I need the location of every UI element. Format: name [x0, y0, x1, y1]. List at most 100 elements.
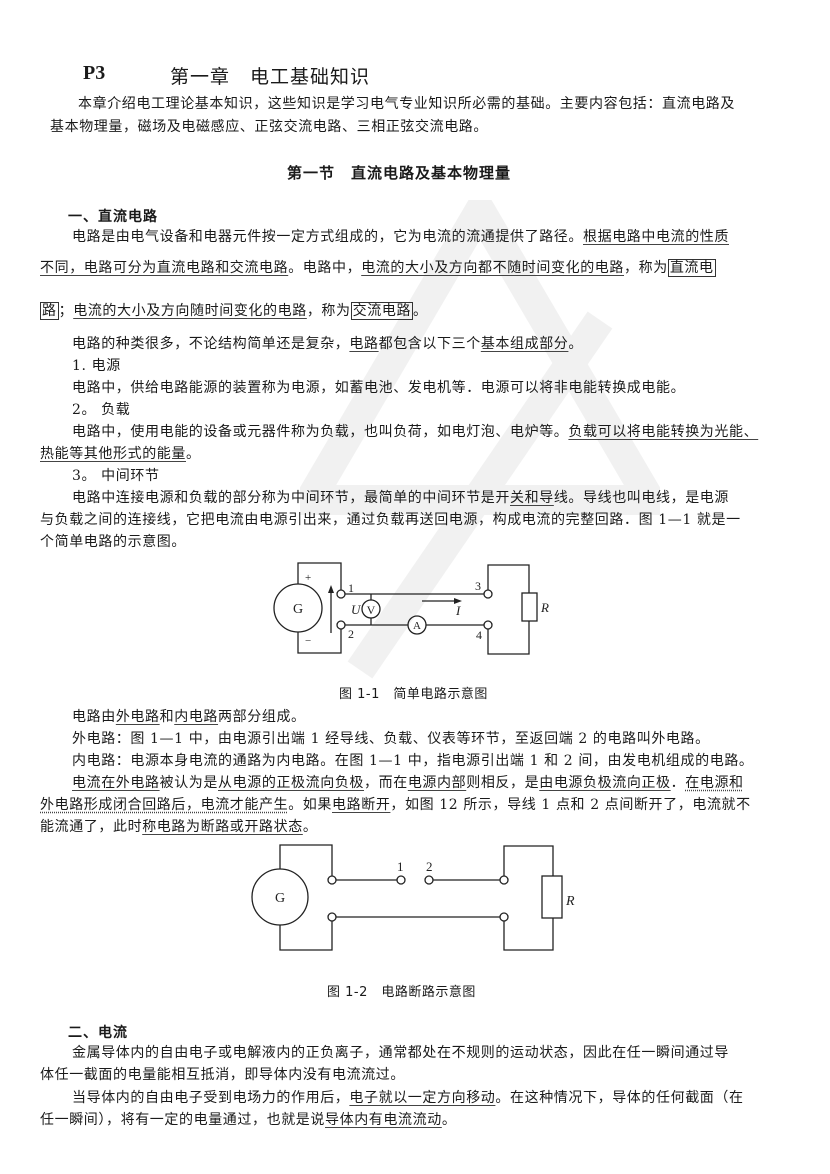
- watermark-logo: [300, 200, 660, 679]
- terminal-2-label: 2: [348, 627, 354, 641]
- item-intermediate-text-line-2: 与负载之间的连接线，它把电流由电源引出来，通过负载再送回电源，构成电流的完整回路…: [40, 512, 741, 528]
- break-point-2-label: 2: [426, 859, 433, 874]
- text: 则相反，是: [466, 775, 540, 791]
- paragraph-electric-field-line-2: 任一瞬间），将有一定的电量通过，也就是说导体内有电流流动。: [40, 1112, 456, 1129]
- underlined-text: 根据电路中电流的性质: [583, 229, 729, 245]
- generator-label: G: [293, 602, 303, 617]
- page-label: P3: [83, 62, 106, 84]
- text: 能流通了，此时: [40, 819, 143, 835]
- text: 。: [413, 303, 428, 319]
- underlined-text: 基本组成部分: [480, 336, 569, 352]
- text: 。: [568, 336, 584, 352]
- chapter-title: 第一章 电工基础知识: [170, 66, 371, 88]
- dotted-underlined-text: 外电路形成闭合回路后，电流才能产生: [40, 797, 289, 813]
- subsection-heading-current: 二、电流: [68, 1025, 128, 1041]
- boxed-term: 直流电: [667, 259, 716, 277]
- text: 电路由: [72, 709, 116, 725]
- item-power-source-text: 电路中，供给电路能源的装置称为电源，如蓄电池、发电机等．电源可以将非电能转换成电…: [72, 380, 686, 396]
- resistor-label: R: [565, 894, 575, 909]
- underlined-text: 外电路: [115, 709, 160, 725]
- voltage-label: U: [351, 602, 362, 617]
- underlined-text: 热能等其他形式的能量: [40, 446, 186, 462]
- current-label: I: [455, 603, 461, 618]
- paragraph-free-electrons-line-2: 体任一截面的电量能相互抵消，即导体内没有电流流过。: [40, 1067, 405, 1083]
- text: 。: [441, 1112, 457, 1128]
- boxed-term: 路: [40, 302, 59, 320]
- text: ，如图 12 所示，导线 1 点和 2 点间断开了，电流就不: [390, 797, 751, 813]
- section-title: 第一节 直流电路及基本物理量: [287, 164, 512, 182]
- underlined-text: 电路断开: [332, 797, 391, 813]
- text: 和: [159, 709, 175, 725]
- paragraph-circuit-def-line-3: 路；电流的大小及方向随时间变化的电路，称为交流电路。: [40, 302, 428, 320]
- underlined-text: 由电源负极流向正极: [539, 775, 671, 791]
- text: 。如果: [288, 797, 333, 813]
- text: 电路的种类很多，不论结构简单还是复杂，: [72, 336, 350, 352]
- underlined-text: 关和导: [510, 490, 554, 506]
- text: 都包含以下三个: [378, 336, 481, 352]
- paragraph-circuit-def-line-2: 不同，电路可分为直流电路和交流电路。电路中，电流的大小及方向都不随时间变化的电路…: [40, 259, 716, 277]
- underlined-text: 导体内有电流流动: [325, 1112, 442, 1128]
- dotted-underlined-text: 在电源和: [685, 775, 744, 791]
- terminal-3-label: 3: [475, 579, 481, 593]
- intro-line-2: 基本物理量，磁场及电磁感应、正弦交流电路、三相正弦交流电路。: [50, 119, 488, 135]
- resistor-symbol: [521, 592, 538, 622]
- underlined-text: 电子就以一定方向移动: [349, 1090, 496, 1106]
- intro-line-1: 本章介绍电工理论基本知识，这些知识是学习电气专业知识所必需的基础。主要内容包括：…: [78, 96, 735, 112]
- item-load-text-line-2: 热能等其他形式的能量。: [40, 446, 201, 463]
- figure-1-caption: 图 1-1 简单电路示意图: [339, 687, 488, 702]
- underlined-text: 电源内部: [407, 775, 467, 791]
- generator-label: G: [275, 891, 285, 906]
- break-point-1-label: 1: [397, 859, 404, 874]
- underlined-text: 电流的大小及方向随时间变化的电路: [73, 303, 307, 319]
- text: ；: [58, 303, 74, 319]
- subsection-heading-dc-circuit: 一、直流电路: [68, 209, 158, 225]
- item-power-source-label: 1. 电源: [72, 358, 121, 374]
- text: 电路中连接电源和负载的部分称为中间环节，最简单的中间环节是开: [72, 490, 510, 506]
- underlined-text: 称电路为断路或开路状态: [142, 819, 303, 835]
- item-load-label: 2。 负载: [72, 402, 131, 418]
- text: 两部分组成。: [218, 709, 306, 725]
- text: 。在这种情况下，导体的任何截面（在: [495, 1090, 744, 1106]
- figure-2-caption: 图 1-2 电路断路示意图: [327, 985, 476, 1000]
- paragraph-circuit-types: 电路的种类很多，不论结构简单还是复杂，电路都包含以下三个基本组成部分。: [72, 336, 583, 353]
- paragraph-circuit-def-line-1: 电路是由电气设备和电器元件按一定方式组成的，它为电流的流通提供了路径。根据电路中…: [72, 229, 729, 246]
- minus-label: −: [305, 635, 311, 647]
- text: ．: [670, 775, 686, 791]
- voltmeter-label: V: [367, 603, 376, 617]
- underlined-text: 电路: [349, 336, 379, 352]
- text: 电路中，使用电能的设备或元器件称为负载，也叫负荷，如电灯泡、电炉等。: [72, 424, 569, 440]
- underlined-text: 从电源的正极流向负极: [218, 775, 365, 791]
- boxed-term: 交流电路: [350, 302, 414, 320]
- underlined-text: 不同，电路可分为直流电路和交流电路: [40, 260, 289, 276]
- paragraph-current-direction-line-1: 电流在外电路被认为是从电源的正极流向负极，而在电源内部则相反，是由电源负极流向正…: [72, 775, 744, 792]
- paragraph-circuit-parts: 电路由外电路和内电路两部分组成。: [72, 709, 306, 726]
- figure-simple-circuit-diagram: G + − 1 2 3 4 U V A I R: [273, 562, 549, 655]
- text: 。: [302, 819, 318, 835]
- figure-open-circuit-diagram: G 1 2 R: [251, 844, 575, 951]
- item-load-text-line-1: 电路中，使用电能的设备或元器件称为负载，也叫负荷，如电灯泡、电炉等。负载可以将电…: [72, 424, 758, 441]
- underlined-text: 内电路: [174, 709, 219, 725]
- item-intermediate-text-line-1: 电路中连接电源和负载的部分称为中间环节，最简单的中间环节是开关和导线。导线也叫电…: [72, 490, 729, 507]
- item-intermediate-label: 3。 中间环节: [72, 468, 160, 484]
- resistor-label: R: [540, 600, 549, 615]
- paragraph-external-circuit: 外电路：图 1—1 中，由电源引出端 1 经导线、负载、仪表等环节，至返回端 2…: [72, 731, 710, 747]
- terminal-1-label: 1: [348, 581, 354, 595]
- paragraph-electric-field-line-1: 当导体内的自由电子受到电场力的作用后，电子就以一定方向移动。在这种情况下，导体的…: [72, 1090, 744, 1107]
- paragraph-free-electrons-line-1: 金属导体内的自由电子或电解液内的正负离子，通常都处在不规则的运动状态，因此在任一…: [72, 1045, 729, 1061]
- text: 。: [186, 446, 201, 462]
- underlined-text: 电流的大小及方向都不随时间变化的电路: [361, 260, 625, 276]
- underlined-text: 电流在外电路: [72, 775, 160, 791]
- paragraph-current-direction-line-3: 能流通了，此时称电路为断路或开路状态。: [40, 819, 317, 836]
- plus-label: +: [305, 572, 311, 584]
- resistor-symbol: [541, 875, 563, 919]
- text: ，称为: [624, 260, 668, 276]
- paragraph-internal-circuit: 内电路：电源本身电流的通路为内电路。在图 1—1 中，指电源引出端 1 和 2 …: [72, 753, 754, 769]
- text: ，而在: [364, 775, 408, 791]
- text: 电路是由电气设备和电器元件按一定方式组成的，它为电流的流通提供了路径。: [72, 229, 583, 245]
- paragraph-current-direction-line-2: 外电路形成闭合回路后，电流才能产生。如果电路断开，如图 12 所示，导线 1 点…: [40, 797, 751, 814]
- text: 。电路中，: [288, 260, 362, 276]
- open-terminal-1: [396, 875, 406, 885]
- text: 线。导线也叫电线，是电源: [553, 490, 730, 506]
- open-terminal-2: [424, 875, 434, 885]
